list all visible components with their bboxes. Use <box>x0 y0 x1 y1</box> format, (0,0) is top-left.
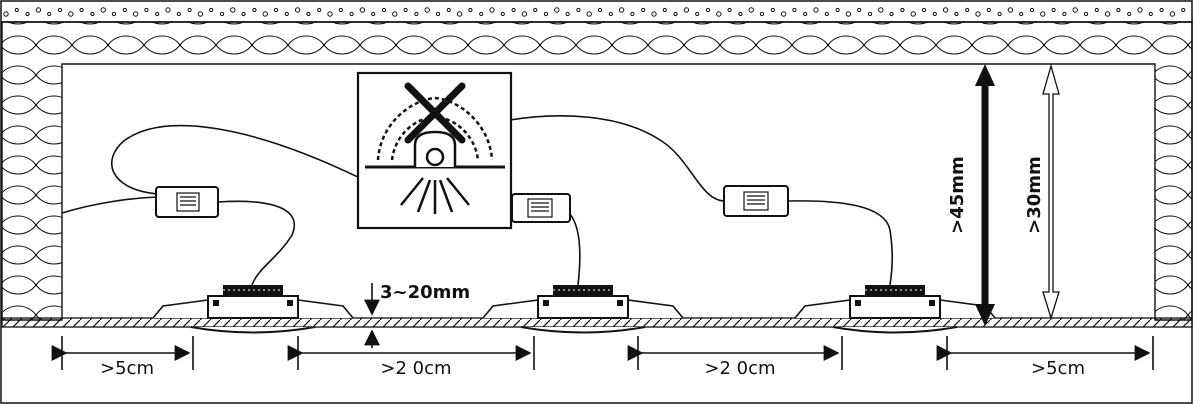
connector-box-middle <box>511 193 571 223</box>
ceiling-panel <box>1 317 1193 328</box>
depth-arrow-bold <box>975 64 995 326</box>
concrete-layer <box>2 2 1192 23</box>
depth-arrow-outline <box>1042 63 1060 321</box>
insulation-layer <box>1 21 1193 321</box>
gap-middle-left-label: >2 0cm <box>380 358 451 379</box>
connector-box-right <box>723 185 789 217</box>
gap-middle-right-label: >2 0cm <box>704 358 775 379</box>
power-cables <box>61 115 894 286</box>
ceiling-thickness-label: 3~20mm <box>380 282 470 303</box>
gap-right-label: >5cm <box>1031 358 1085 379</box>
gap-left-label: >5cm <box>100 358 154 379</box>
downlight-middle <box>482 285 684 334</box>
no-insulation-cover-icon <box>356 71 513 230</box>
depth-minimum-label: >30mm <box>1024 156 1045 234</box>
depth-required-label: >45mm <box>947 156 968 234</box>
connector-box-left <box>155 186 219 218</box>
dimension-lines <box>51 336 1154 370</box>
downlight-left <box>152 285 354 334</box>
